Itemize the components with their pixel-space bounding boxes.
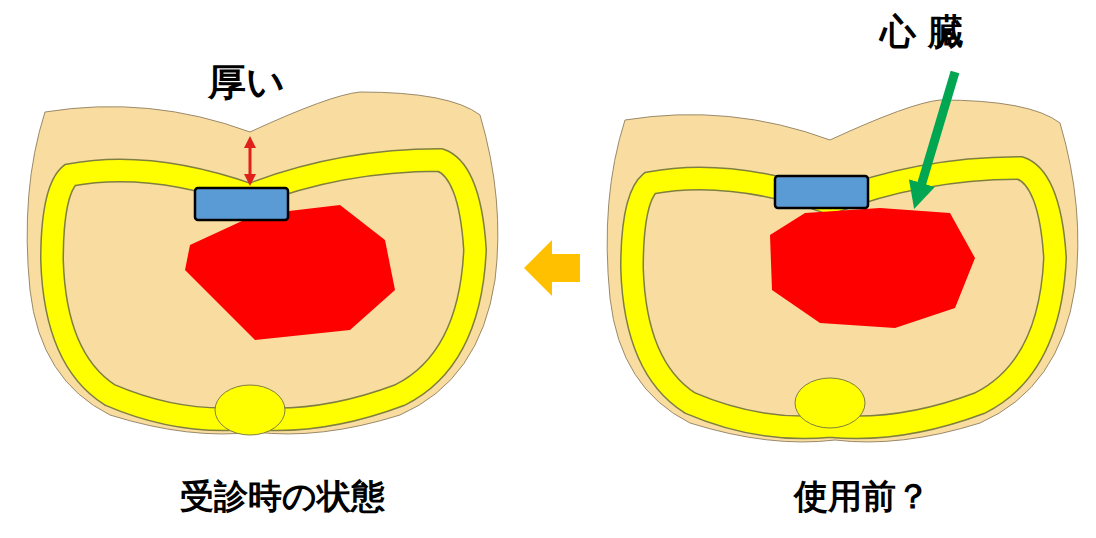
transition-arrow bbox=[524, 240, 580, 296]
state-caption: 受診時の状態 bbox=[180, 478, 385, 515]
dimension-label: 厚い bbox=[208, 62, 285, 104]
chest-section-right bbox=[607, 100, 1078, 442]
organ-label: 心 臓 bbox=[880, 12, 965, 52]
pointer-arrow bbox=[918, 72, 955, 196]
chest-section-left bbox=[27, 92, 498, 435]
state-caption: 使用前？ bbox=[794, 478, 930, 515]
